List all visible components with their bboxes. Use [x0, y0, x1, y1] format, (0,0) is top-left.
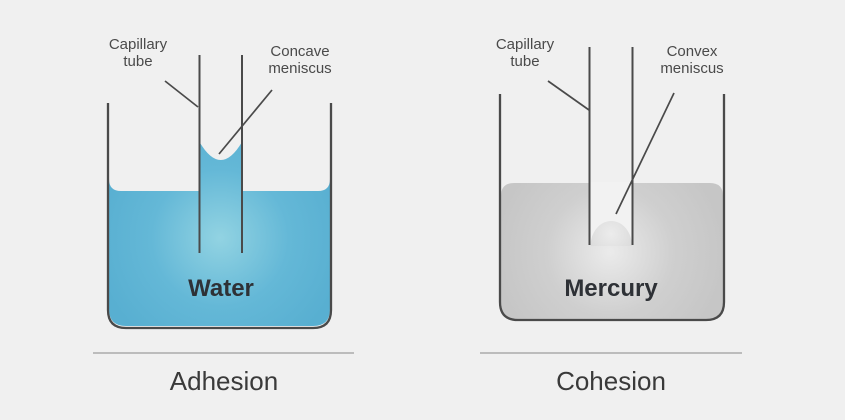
- cohesion-caption: Cohesion: [556, 366, 666, 396]
- adhesion-figure: Capillary tube Concave meniscus Water Ad…: [93, 36, 354, 396]
- capillary-tube-pointer-line: [547, 80, 590, 111]
- concave-meniscus-label-line2: meniscus: [268, 60, 331, 77]
- mercury-label: Mercury: [564, 275, 658, 302]
- water-fill: [109, 142, 330, 326]
- concave-meniscus-pointer-line: [218, 89, 273, 155]
- mercury-fill: [501, 183, 723, 319]
- capillary-tube-label-line2: tube: [510, 53, 539, 70]
- water-label: Water: [188, 275, 254, 302]
- water-beaker-outline: [106, 103, 333, 330]
- cohesion-figure: Capillary tube Convex meniscus Mercury C…: [480, 36, 742, 396]
- capillary-tube-pointer-line: [164, 80, 199, 108]
- concave-meniscus-label-line1: Concave: [270, 43, 329, 60]
- adhesion-caption: Adhesion: [170, 366, 278, 396]
- convex-meniscus-dome: [590, 221, 632, 246]
- mercury-beaker-outline: [498, 94, 726, 322]
- capillary-tube-label-line1: Capillary: [109, 36, 168, 53]
- capillary-tube-label-line1: Capillary: [496, 36, 555, 53]
- convex-meniscus-pointer-line: [615, 92, 675, 215]
- capillary-tube-label-line2: tube: [123, 53, 152, 70]
- convex-meniscus-label-line1: Convex: [667, 43, 718, 60]
- convex-meniscus-label-line2: meniscus: [660, 60, 723, 77]
